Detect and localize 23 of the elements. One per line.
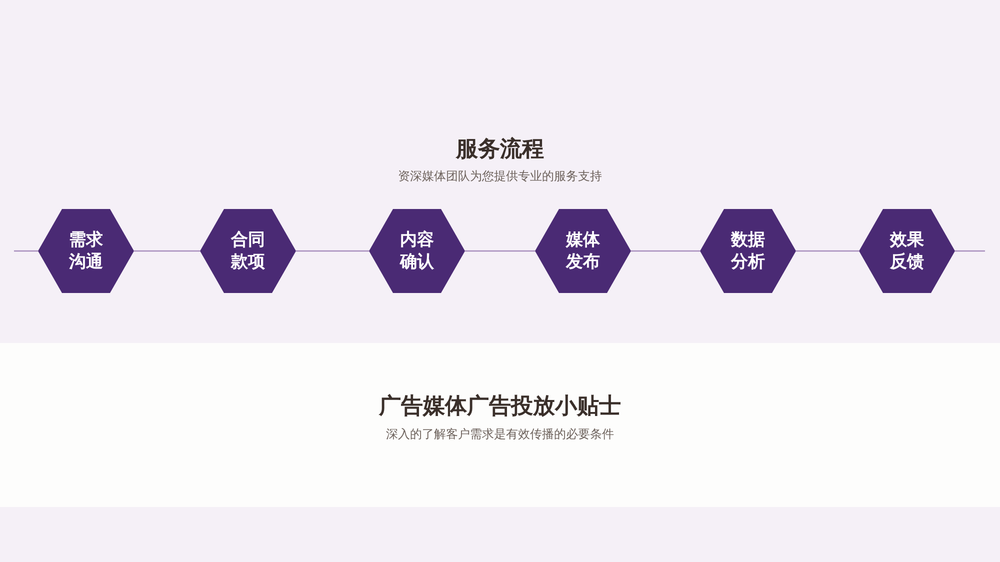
hexagon-node [859, 209, 955, 293]
section-subtitle: 深入的了解客户需求是有效传播的必要条件 [386, 427, 614, 441]
hexagon-node [700, 209, 796, 293]
hexagon-node [369, 209, 465, 293]
connector-line [631, 250, 700, 252]
section-subtitle: 资深媒体团队为您提供专业的服务支持 [398, 169, 602, 183]
step-label: 数据分析 [730, 228, 766, 274]
connector-line [296, 250, 369, 252]
step-label: 效果反馈 [888, 228, 925, 274]
step-label: 合同款项 [230, 228, 266, 274]
section-title: 服务流程 [456, 137, 544, 162]
connector-line [955, 250, 985, 252]
hexagon-node [38, 209, 134, 293]
section-title: 广告媒体广告投放小贴士 [379, 394, 621, 419]
hexagon-node [200, 209, 296, 293]
connector-line [796, 250, 859, 252]
connector-line [465, 250, 535, 252]
connector-line [14, 250, 38, 252]
step-label: 内容确认 [398, 228, 435, 274]
hexagon-node [535, 209, 631, 293]
step-label: 需求沟通 [68, 228, 104, 274]
connector-line [134, 250, 200, 252]
step-label: 媒体发布 [564, 228, 601, 274]
